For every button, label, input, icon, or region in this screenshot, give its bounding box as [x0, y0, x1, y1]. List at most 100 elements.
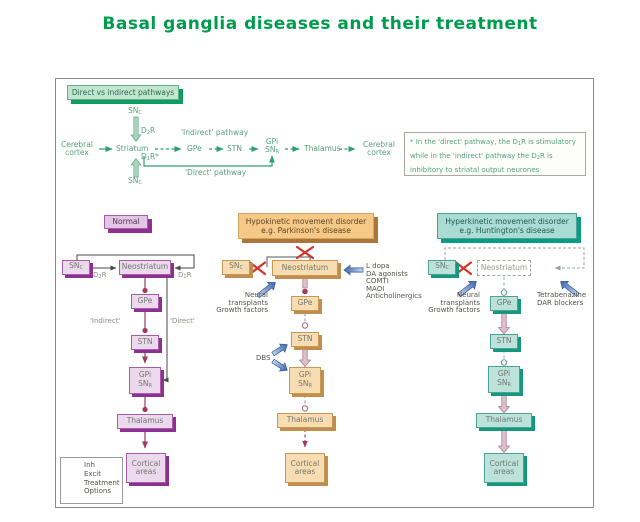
overview-cortex-left: Cerebral cortex: [61, 140, 93, 157]
overview-gpi-snr: GPi SNR: [261, 138, 283, 156]
huntingtons-snc-box: SNC: [428, 260, 456, 275]
overview-header-label: Direct vs indirect pathways: [71, 87, 175, 97]
huntingtons-connectors: [444, 247, 585, 454]
overview-stn: STN: [227, 144, 242, 153]
parkinsons-neostriatum-box: Neostriatum: [272, 260, 338, 276]
normal-d2r-label: D2R: [93, 271, 107, 280]
parkinsons-header: Hypokinetic movement disorder e.g. Parki…: [238, 213, 374, 239]
parkinsons-gpi-snr-box: GPi SNR: [289, 367, 321, 394]
parkinsons-header-line1: Hypokinetic movement disorder: [245, 216, 367, 226]
parkinsons-treatment-left: Neural transplants Growth factors: [206, 291, 268, 315]
inhibition-dot-icon: [142, 327, 148, 334]
lesion-x-icon: [248, 261, 267, 276]
legend-excit-label: Excit: [84, 470, 101, 478]
treatment-item: MAOI: [366, 284, 385, 293]
increased-activity-arrow: [497, 393, 511, 414]
treatment-item: L dopa: [366, 262, 390, 270]
parkinsons-header-line2: e.g. Parkinson's disease: [261, 226, 351, 235]
treatment-item: Neural transplants: [440, 291, 480, 307]
inhibition-dot-icon: [302, 288, 308, 295]
parkinsons-treatment-right: L dopa DA agonists COMTI MAOI Anticholin…: [366, 262, 428, 301]
normal-d1r-label: D1R: [178, 271, 192, 280]
overview-d2r-label: D2R: [141, 126, 156, 137]
normal-connectors: [76, 254, 195, 449]
treatment-item: Tetrabenazine: [537, 291, 587, 299]
huntingtons-treatment-left: Neural transplants Growth factors: [418, 291, 480, 315]
overview-snc-bottom: SNC: [128, 176, 142, 187]
huntingtons-header: Hyperkinetic movement disorder e.g. Hunt…: [437, 213, 577, 239]
huntingtons-header-line1: Hyperkinetic movement disorder: [445, 216, 569, 226]
huntingtons-cortical-box: Cortical areas: [484, 453, 524, 483]
open-inhibition-dot-icon: [500, 359, 508, 366]
lesion-x-icon: [295, 245, 315, 260]
overview-gpe: GPe: [187, 144, 202, 153]
normal-gpi-snr-box: GPi SNR: [129, 367, 161, 394]
overview-header: Direct vs indirect pathways: [67, 85, 179, 100]
inhibition-dot-icon: [142, 287, 148, 294]
normal-snc-box: SNC: [62, 260, 90, 275]
normal-stn-box: STN: [131, 335, 159, 350]
d1r-loop-arrow: [76, 254, 195, 271]
treatment-item: DA agonists: [366, 269, 408, 278]
increased-excitatory-arrow: [298, 347, 312, 368]
normal-indirect-label: 'Indirect': [90, 317, 121, 325]
treatment-arrow-icon: [457, 281, 477, 298]
degenerated-loop-line: [444, 247, 585, 271]
gpi-label: GPi: [265, 137, 279, 146]
parkinsons-thalamus-box: Thalamus: [277, 413, 333, 428]
parkinsons-gpe-box: GPe: [291, 296, 319, 311]
direct-line: [162, 276, 169, 383]
huntingtons-treatment-right: Tetrabenazine DAR blockers: [537, 291, 595, 307]
treatment-item: DAR blockers: [537, 298, 584, 307]
treatment-arrow-icon: [271, 358, 288, 372]
huntingtons-gpe-box: GPe: [490, 296, 518, 311]
huntingtons-header-line2: e.g. Huntington's disease: [459, 226, 555, 235]
overview-connectors: [99, 146, 356, 167]
snc-down-arrow-icon: [130, 116, 142, 143]
normal-gpe-box: GPe: [131, 294, 159, 309]
parkinsons-stn-box: STN: [291, 332, 319, 347]
legend-inh-label: Inh: [84, 461, 95, 469]
treatment-item: Growth factors: [216, 306, 268, 315]
page-title: Basal ganglia diseases and their treatme…: [102, 14, 538, 34]
snr-label: SNR: [265, 144, 279, 155]
increased-activity-arrow: [497, 428, 511, 454]
overview-cortex-right: Cerebral cortex: [363, 140, 395, 157]
treatment-item: Neural transplants: [228, 291, 268, 307]
inhibition-dot-icon: [142, 406, 148, 413]
lesion-x-icon: [454, 261, 473, 276]
parkinsons-connectors: [248, 245, 364, 448]
normal-direct-label: 'Direct': [170, 317, 195, 325]
increased-inhibitory-line: [302, 275, 308, 289]
open-inhibition-dot-icon: [301, 405, 309, 412]
overview-snc-top: SNC: [128, 106, 142, 117]
footnote-box: * In the 'direct' pathway, the D1R is st…: [404, 132, 586, 176]
treatment-item: Anticholinergics: [366, 292, 422, 301]
overview-thalamus: Thalamus: [304, 144, 341, 153]
normal-header-label: Normal: [112, 217, 140, 227]
d1r-loop-line: [266, 256, 311, 267]
treatment-item: Growth factors: [428, 306, 480, 315]
huntingtons-neostriatum-box: Neostriatum: [477, 260, 531, 276]
normal-neostriatum-box: Neostriatum: [119, 260, 171, 275]
overview-direct-label: 'Direct' pathway: [185, 168, 247, 177]
overview-d1r-label: D1R*: [141, 152, 159, 163]
treatment-item: COMTI: [366, 277, 389, 286]
normal-header: Normal: [104, 215, 148, 229]
increased-activity-arrow: [497, 312, 511, 335]
huntingtons-thalamus-box: Thalamus: [476, 413, 532, 428]
overview-striatum: Striatum: [116, 144, 149, 153]
parkinsons-cortical-box: Cortical areas: [285, 453, 325, 483]
open-inhibition-dot-icon: [500, 289, 508, 296]
treatment-arrow-icon: [271, 343, 288, 357]
treatment-arrow-icon: [560, 281, 580, 298]
parkinsons-snc-box: SNC: [222, 260, 250, 275]
normal-thalamus-box: Thalamus: [117, 414, 173, 429]
legend-box: [60, 457, 123, 504]
treatment-arrow-icon: [256, 282, 276, 299]
direct-pathway-line: [143, 155, 275, 167]
normal-cortical-box: Cortical areas: [126, 453, 166, 483]
snc-up-arrow-icon: [130, 157, 142, 178]
